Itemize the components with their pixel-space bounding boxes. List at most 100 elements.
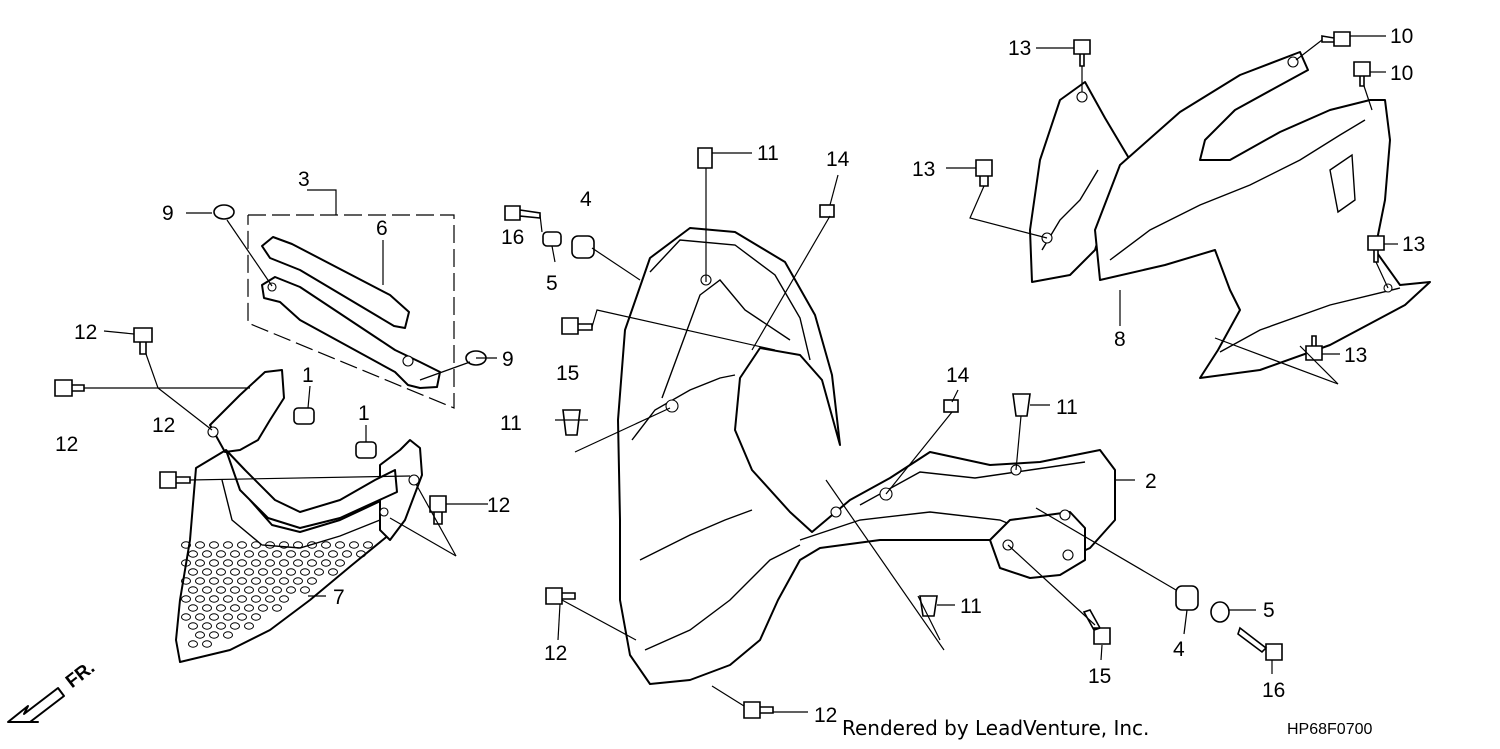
part-13-screw-b[interactable] (975, 159, 993, 187)
mesh-hole (223, 631, 233, 639)
mesh-hole (216, 586, 226, 594)
mesh-hole (272, 568, 282, 576)
mesh-hole (230, 604, 240, 612)
part-15-screw-a[interactable] (561, 317, 593, 335)
callout-10: 10 (1390, 25, 1413, 48)
mesh-hole (265, 577, 275, 585)
mesh-hole (230, 550, 240, 558)
mesh-hole (349, 541, 359, 549)
mesh-hole (202, 586, 212, 594)
part-5-collar-b[interactable] (1210, 601, 1230, 623)
mesh-hole (202, 568, 212, 576)
part-14-clip-b[interactable] (943, 399, 959, 413)
mesh-hole (293, 559, 303, 567)
mesh-hole (258, 586, 268, 594)
part-1-collar-a[interactable] (293, 407, 315, 425)
part-5-collar-a[interactable] (542, 231, 562, 247)
callout-7: 7 (333, 586, 345, 609)
part-16-bolt-b[interactable] (1237, 626, 1283, 661)
part-6-stay[interactable] (261, 236, 410, 329)
part-13-screw-d[interactable] (1305, 335, 1323, 361)
mesh-hole (251, 577, 261, 585)
callout-9: 9 (502, 348, 514, 371)
part-4-grommet-b[interactable] (1175, 585, 1199, 611)
mesh-hole (244, 586, 254, 594)
part-11-clip-d[interactable] (919, 595, 938, 617)
mesh-hole (188, 550, 198, 558)
mesh-hole (251, 595, 261, 603)
part-8-upper-cowl[interactable] (1029, 51, 1431, 379)
callout-13: 13 (1008, 37, 1031, 60)
part-11-clip-c[interactable] (1012, 393, 1031, 417)
mesh-hole (237, 577, 247, 585)
part-1-collar-b[interactable] (355, 441, 377, 459)
mesh-hole (230, 622, 240, 630)
callout-12: 12 (487, 494, 510, 517)
mesh-hole (188, 622, 198, 630)
part-2-front-cowl[interactable] (617, 227, 1116, 685)
callout-11: 11 (1056, 396, 1078, 419)
part-10-screw-b[interactable] (1353, 61, 1371, 87)
mesh-hole (272, 550, 282, 558)
part-9-nut-a[interactable] (213, 204, 235, 220)
mesh-hole (328, 550, 338, 558)
callout-12: 12 (55, 433, 78, 456)
part-13-screw-a[interactable] (1073, 39, 1091, 67)
part-4-grommet-a[interactable] (571, 235, 595, 259)
part-12-bolt-c[interactable] (159, 471, 191, 489)
front-direction-arrow-icon (7, 687, 65, 723)
mesh-hole (307, 577, 317, 585)
callout-1: 1 (302, 364, 314, 387)
part-12-bolt-f[interactable] (743, 701, 774, 719)
callout-15: 15 (556, 362, 579, 385)
part-12-bolt-b[interactable] (54, 379, 85, 397)
part-7-front-grille[interactable] (175, 449, 396, 663)
callout-13: 13 (1344, 344, 1367, 367)
mesh-hole (209, 559, 219, 567)
part-12-bolt-d[interactable] (429, 495, 447, 525)
part-12-bolt-e[interactable] (545, 587, 576, 605)
mesh-hole (321, 541, 331, 549)
mesh-hole (244, 568, 254, 576)
mesh-hole (244, 622, 254, 630)
mesh-hole (286, 568, 296, 576)
mesh-hole (202, 550, 212, 558)
mesh-hole (314, 568, 324, 576)
part-12-bolt-a[interactable] (133, 327, 153, 355)
mesh-hole (356, 550, 366, 558)
part-14-clip-a[interactable] (819, 204, 835, 218)
hardware-group (54, 31, 1385, 719)
mesh-hole (328, 568, 338, 576)
part-13-screw-c[interactable] (1367, 235, 1385, 263)
mesh-hole (251, 559, 261, 567)
callout-5: 5 (1263, 599, 1275, 622)
mesh-hole (321, 559, 331, 567)
part-11-clip-b[interactable] (562, 409, 581, 436)
callout-4: 4 (1173, 638, 1185, 661)
callout-12: 12 (74, 321, 97, 344)
mesh-hole (209, 541, 219, 549)
leader-lines (84, 35, 1398, 713)
mesh-hole (307, 541, 317, 549)
mesh-hole (279, 595, 289, 603)
callout-6: 6 (376, 217, 388, 240)
mesh-hole (363, 541, 373, 549)
callout-14: 14 (946, 364, 970, 387)
callout-12: 12 (152, 414, 175, 437)
part-7-bracket[interactable] (207, 369, 423, 541)
mesh-hole (237, 613, 247, 621)
callout-8: 8 (1114, 328, 1126, 351)
mesh-hole (216, 568, 226, 576)
mesh-hole (188, 640, 198, 648)
mesh-hole (286, 586, 296, 594)
part-3-bracket-assy[interactable] (247, 214, 455, 409)
part-10-screw-a[interactable] (1321, 31, 1351, 47)
part-15-screw-b[interactable] (1082, 609, 1111, 645)
mesh-hole (223, 595, 233, 603)
part-11-clip-a[interactable] (697, 147, 713, 169)
callout-13: 13 (912, 158, 935, 181)
mesh-hole (307, 559, 317, 567)
mesh-hole (237, 541, 247, 549)
part-16-bolt-a[interactable] (504, 205, 541, 221)
